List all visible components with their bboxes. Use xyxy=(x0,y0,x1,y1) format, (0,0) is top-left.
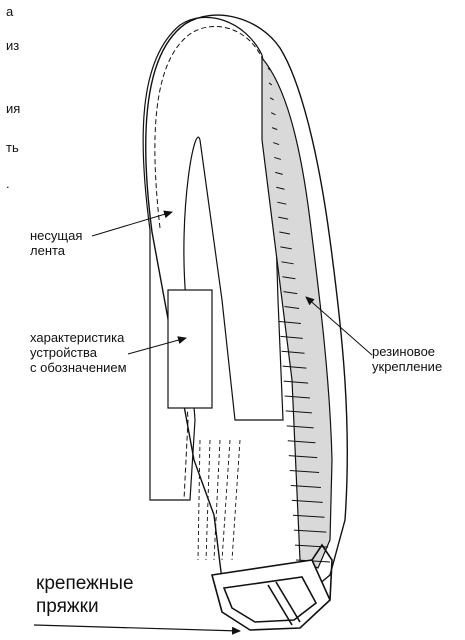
callout-line-buckles xyxy=(34,625,240,631)
label-fastening-buckles-line-2: пряжки xyxy=(36,596,134,619)
label-device-spec-line-2: устройства xyxy=(30,346,127,361)
left-text-fragment-2: из xyxy=(6,38,19,53)
label-carrier-tape-line-2: лента xyxy=(30,244,82,259)
left-text-fragment-5: . xyxy=(6,176,10,191)
device-spec-tag xyxy=(168,290,212,408)
label-fastening-buckles-line-1: крепежные xyxy=(36,573,134,596)
label-carrier-tape-line-1: несущая xyxy=(30,229,82,244)
left-text-fragment-3: ия xyxy=(6,101,20,116)
bottom-stitch-pattern xyxy=(198,440,240,560)
label-carrier-tape: несущая лента xyxy=(30,229,82,259)
label-rubber-reinforcement-line-1: резиновое xyxy=(372,345,442,360)
label-fastening-buckles: крепежные пряжки xyxy=(36,573,134,619)
label-device-spec: характеристика устройства с обозначением xyxy=(30,331,127,376)
left-text-fragment-4: ть xyxy=(6,140,19,155)
fastening-buckles xyxy=(212,545,332,630)
label-rubber-reinforcement: резиновое укрепление xyxy=(372,345,442,375)
label-device-spec-line-1: характеристика xyxy=(30,331,127,346)
label-rubber-reinforcement-line-2: укрепление xyxy=(372,360,442,375)
label-device-spec-line-3: с обозначением xyxy=(30,361,127,376)
left-text-fragment-1: а xyxy=(6,4,13,19)
